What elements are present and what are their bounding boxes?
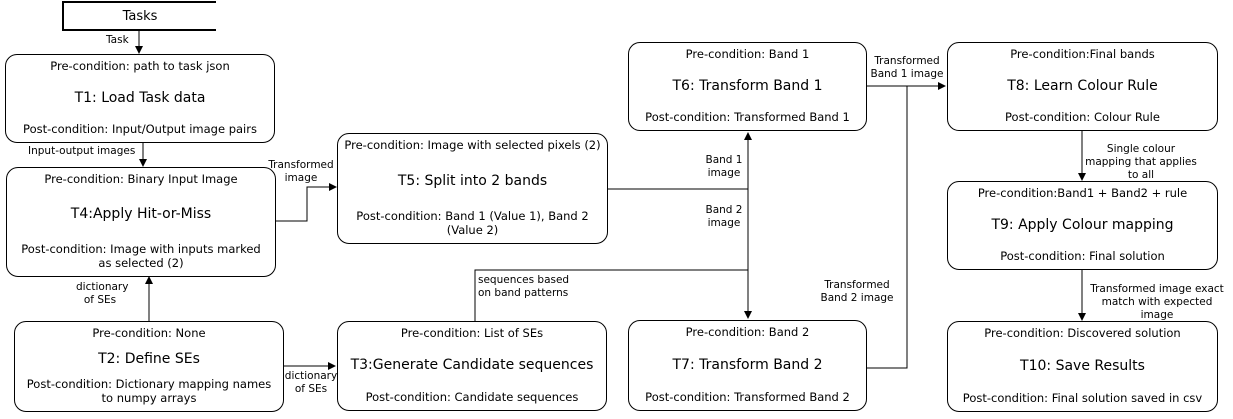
edge-label-task: Task <box>106 34 129 46</box>
node-t1-pre: Pre-condition: path to task json <box>50 59 230 73</box>
node-t10-title: T10: Save Results <box>1020 357 1145 374</box>
node-t7-post: Post-condition: Transformed Band 2 <box>645 390 850 404</box>
edge-t3-junction <box>474 269 748 321</box>
node-t2-pre: Pre-condition: None <box>92 326 206 340</box>
node-t9: Pre-condition:Band1 + Band2 + rule T9: A… <box>947 181 1218 270</box>
node-t8-post: Post-condition: Colour Rule <box>1005 110 1160 124</box>
edge-label-band1-image: Band 1 image <box>705 154 743 179</box>
node-t10: Pre-condition: Discovered solution T10: … <box>947 321 1218 412</box>
edge-label-sequences-based: sequences based on band patterns <box>478 274 570 299</box>
edge-t7-t8 <box>867 86 908 369</box>
node-t3: Pre-condition: List of SEs T3:Generate C… <box>337 321 607 411</box>
edge-label-dictionary-of-ses-up: dictionary of SEs <box>76 281 129 306</box>
node-t8-pre: Pre-condition:Final bands <box>1010 47 1155 61</box>
node-t8-title: T8: Learn Colour Rule <box>1007 77 1158 94</box>
edge-label-transformed-image: Transformed image <box>268 159 334 184</box>
node-t7: Pre-condition: Band 2 T7: Transform Band… <box>628 320 867 411</box>
edge-label-dictionary-of-ses-right: dictionary of SEs <box>284 370 338 395</box>
node-t7-title: T7: Transform Band 2 <box>672 356 823 373</box>
edge-label-transformed-band1-image: Transformed Band 1 image <box>870 55 944 80</box>
node-t10-pre: Pre-condition: Discovered solution <box>984 326 1181 340</box>
node-t5: Pre-condition: Image with selected pixel… <box>337 133 608 244</box>
node-t3-post: Post-condition: Candidate sequences <box>365 390 579 404</box>
node-t9-pre: Pre-condition:Band1 + Band2 + rule <box>977 186 1188 200</box>
node-t7-pre: Pre-condition: Band 2 <box>685 325 810 339</box>
edge-label-transformed-image-exact: Transformed image exact match with expec… <box>1090 283 1224 321</box>
node-t3-title: T3:Generate Candidate sequences <box>350 357 594 373</box>
edge-label-input-output-images: Input-output images <box>28 145 136 157</box>
node-t1: Pre-condition: path to task json T1: Loa… <box>5 54 275 143</box>
node-t2: Pre-condition: None T2: Define SEs Post-… <box>14 321 284 412</box>
node-t9-title: T9: Apply Colour mapping <box>991 216 1174 233</box>
edge-label-band2-image: Band 2 image <box>705 204 743 229</box>
edge-label-transformed-band2-image: Transformed Band 2 image <box>820 279 894 304</box>
node-t5-title: T5: Split into 2 bands <box>397 172 548 189</box>
node-t1-title: T1: Load Task data <box>74 89 206 106</box>
node-t4-pre: Pre-condition: Binary Input Image <box>44 172 238 186</box>
node-t6-post: Post-condition: Transformed Band 1 <box>645 110 850 124</box>
node-t8: Pre-condition:Final bands T8: Learn Colo… <box>947 42 1218 131</box>
node-t3-pre: Pre-condition: List of SEs <box>400 326 544 340</box>
node-t5-pre: Pre-condition: Image with selected pixel… <box>344 138 601 152</box>
edge-t4-t5 <box>276 183 337 222</box>
node-t6-pre: Pre-condition: Band 1 <box>685 47 810 61</box>
edge-label-single-colour-mapping: Single colour mapping that applies to al… <box>1085 143 1197 181</box>
node-t5-post: Post-condition: Band 1 (Value 1), Band 2… <box>356 209 589 237</box>
node-t2-post: Post-condition: Dictionary mapping names… <box>26 377 272 405</box>
node-t4: Pre-condition: Binary Input Image T4:App… <box>6 167 276 277</box>
node-t10-post: Post-condition: Final solution saved in … <box>962 391 1203 405</box>
node-t4-post: Post-condition: Image with inputs marked… <box>21 242 261 270</box>
node-t6: Pre-condition: Band 1 T6: Transform Band… <box>628 42 867 131</box>
node-t2-title: T2: Define SEs <box>98 350 200 367</box>
tasks-header: Tasks <box>62 1 216 31</box>
node-t6-title: T6: Transform Band 1 <box>672 77 823 94</box>
node-t9-post: Post-condition: Final solution <box>1000 249 1165 263</box>
node-t4-title: T4:Apply Hit-or-Miss <box>70 206 212 222</box>
node-t1-post: Post-condition: Input/Output image pairs <box>23 122 257 136</box>
